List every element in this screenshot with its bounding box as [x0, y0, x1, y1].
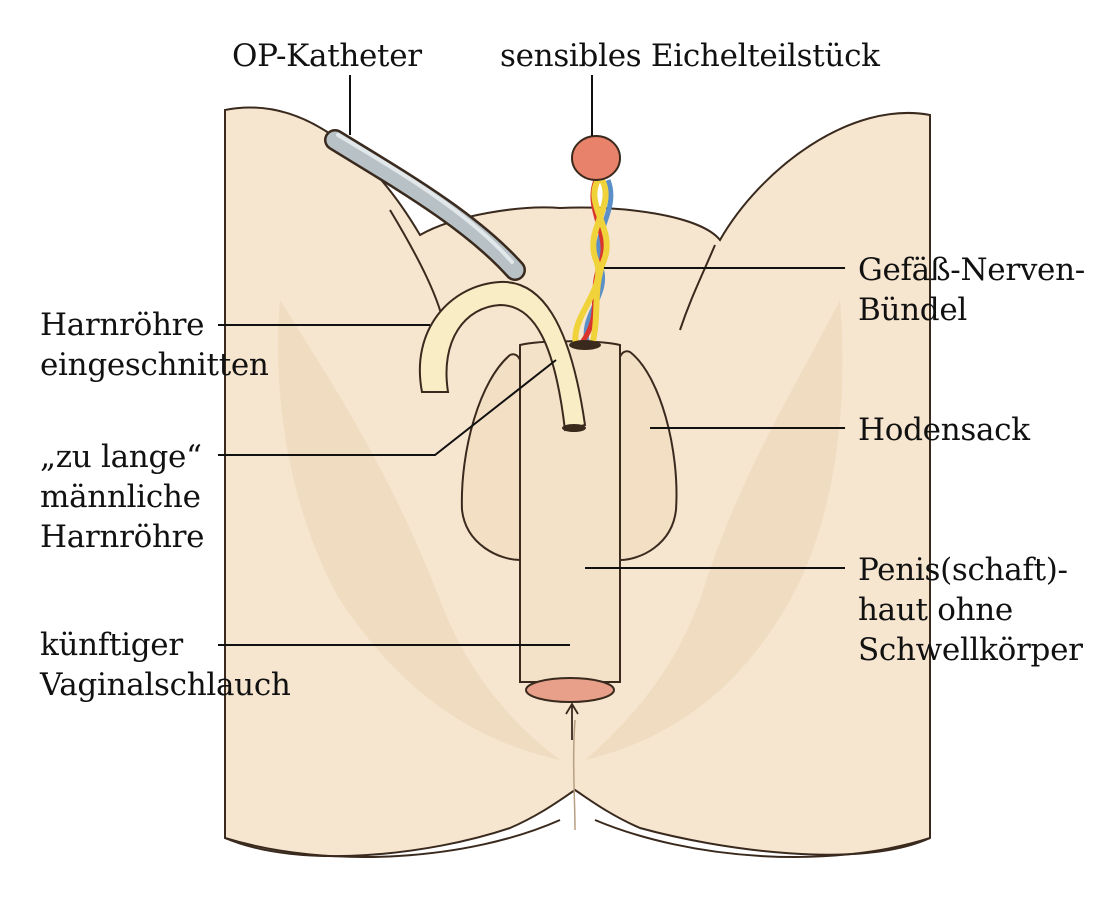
label-long-urethra-line3: Harnröhre	[40, 517, 204, 557]
label-glans-text: sensibles Eichelteilstück	[500, 36, 880, 76]
vaginal-tube-opening	[526, 678, 614, 702]
label-long-urethra-line2: männliche	[40, 477, 204, 517]
label-penile-skin-line3: Schwellkörper	[858, 630, 1083, 670]
glans-piece	[572, 136, 620, 180]
label-urethra-cut: Harnröhre eingeschnitten	[40, 305, 269, 385]
urethra-opening	[562, 424, 586, 432]
bundle-entry-hole	[569, 340, 601, 350]
label-penile-skin-line1: Penis(schaft)-	[858, 550, 1083, 590]
label-bundle-line2: Bündel	[858, 290, 1085, 330]
label-scrotum-text: Hodensack	[858, 410, 1030, 450]
label-long-urethra-line1: „zu lange“	[40, 437, 204, 477]
label-vaginal-tube: künftiger Vaginalschlauch	[40, 625, 291, 705]
label-penile-skin-line2: haut ohne	[858, 590, 1083, 630]
label-urethra-cut-line1: Harnröhre	[40, 305, 269, 345]
label-penile-skin: Penis(schaft)- haut ohne Schwellkörper	[858, 550, 1083, 670]
label-scrotum: Hodensack	[858, 410, 1030, 450]
label-urethra-cut-line2: eingeschnitten	[40, 345, 269, 385]
label-glans: sensibles Eichelteilstück	[500, 36, 880, 76]
label-vaginal-tube-line1: künftiger	[40, 625, 291, 665]
label-long-urethra: „zu lange“ männliche Harnröhre	[40, 437, 204, 557]
label-catheter-text: OP-Katheter	[232, 36, 422, 76]
label-vaginal-tube-line2: Vaginalschlauch	[40, 665, 291, 705]
label-bundle-line1: Gefäß-Nerven-	[858, 250, 1085, 290]
label-catheter: OP-Katheter	[232, 36, 422, 76]
label-bundle: Gefäß-Nerven- Bündel	[858, 250, 1085, 330]
